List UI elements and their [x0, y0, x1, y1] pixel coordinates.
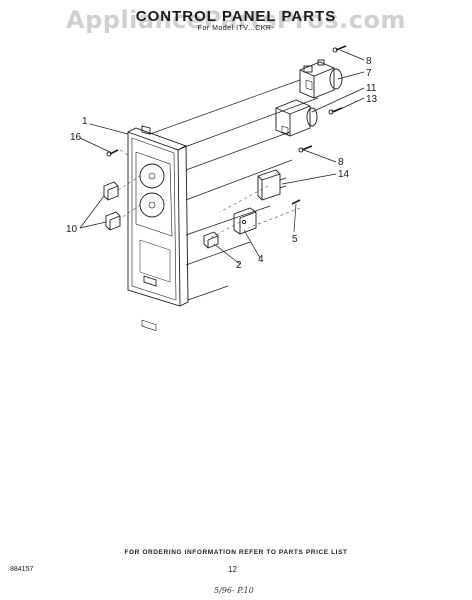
pin-part-5	[291, 199, 301, 205]
timer-motor-part	[299, 59, 343, 99]
knob-part-10-upper	[103, 181, 119, 201]
switch-assembly-part	[275, 99, 318, 137]
callout-7: 7	[366, 68, 372, 79]
callout-8-top: 8	[366, 56, 372, 67]
screw-8-top	[332, 45, 347, 53]
model-subtitle: For Model ITV...CKR-	[197, 25, 275, 32]
console-panel	[127, 125, 189, 332]
callout-14: 14	[338, 169, 350, 180]
callout-4: 4	[258, 254, 264, 265]
rear-frame-outline	[149, 79, 319, 301]
callout-2: 2	[236, 260, 242, 271]
handwritten-note: 5/96- P.10	[214, 586, 254, 595]
document-number: 884157	[10, 566, 34, 573]
callout-labels: 1 16 10 8 7 11 13 8 14 5 4 2	[66, 56, 378, 271]
screw-16	[106, 149, 119, 157]
bracket-part-4	[233, 207, 257, 235]
callout-1: 1	[82, 116, 88, 127]
screw-8-middle	[298, 145, 313, 153]
knob-part-10-lower	[105, 211, 121, 231]
callout-8-middle: 8	[338, 157, 344, 168]
block-part-2	[203, 231, 219, 249]
callout-16: 16	[70, 132, 82, 143]
callout-10: 10	[66, 224, 78, 235]
switch-part-14	[257, 169, 287, 201]
page-number: 12	[228, 565, 237, 574]
leader-lines	[79, 49, 365, 265]
callout-5: 5	[292, 234, 298, 245]
alignment-lines	[117, 149, 301, 239]
page-title: CONTROL PANEL PARTS	[135, 8, 337, 25]
callout-13: 13	[366, 94, 378, 105]
ordering-note: FOR ORDERING INFORMATION REFER TO PARTS …	[124, 549, 348, 556]
callout-11: 11	[366, 83, 377, 94]
